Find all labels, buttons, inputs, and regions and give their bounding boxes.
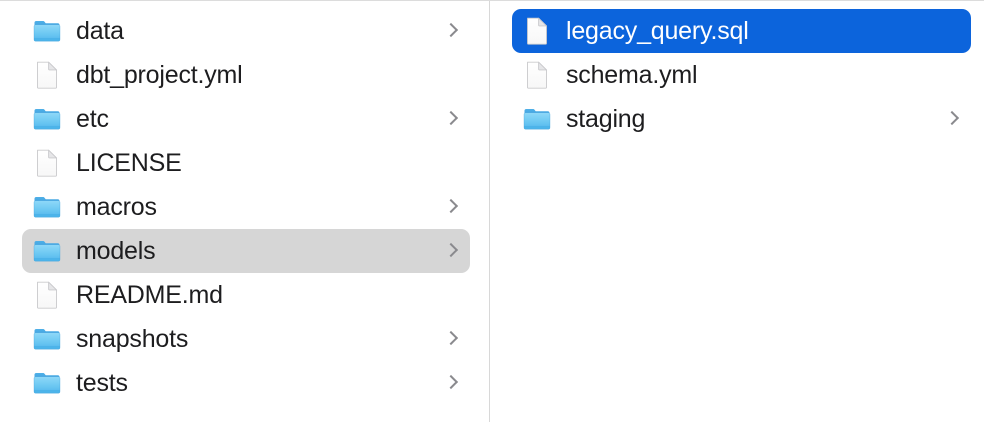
folder-icon	[32, 16, 62, 46]
folder-icon	[32, 368, 62, 398]
chevron-right-icon	[444, 241, 458, 261]
document-icon	[32, 280, 62, 310]
folder-row[interactable]: tests	[22, 361, 470, 405]
folder-row[interactable]: models	[22, 229, 470, 273]
folder-icon	[32, 324, 62, 354]
row-label: dbt_project.yml	[76, 61, 243, 89]
folder-icon	[32, 104, 62, 134]
row-label: LICENSE	[76, 149, 182, 177]
chevron-right-icon	[945, 109, 959, 129]
row-label: macros	[76, 193, 157, 221]
folder-row[interactable]: macros	[22, 185, 470, 229]
document-icon	[32, 148, 62, 178]
document-icon	[522, 60, 552, 90]
row-label: snapshots	[76, 325, 189, 353]
row-label: tests	[76, 369, 128, 397]
folder-row[interactable]: data	[22, 9, 470, 53]
file-row[interactable]: dbt_project.yml	[22, 53, 470, 97]
file-row[interactable]: schema.yml	[512, 53, 971, 97]
folder-icon	[522, 104, 552, 134]
file-column-child[interactable]: legacy_query.sql schema.yml staging	[490, 1, 983, 422]
chevron-right-icon	[444, 109, 458, 129]
chevron-right-icon	[444, 197, 458, 217]
document-icon	[32, 60, 62, 90]
folder-icon	[32, 236, 62, 266]
row-label: data	[76, 17, 124, 45]
folder-row[interactable]: etc	[22, 97, 470, 141]
document-icon	[522, 16, 552, 46]
folder-icon	[32, 192, 62, 222]
row-label: legacy_query.sql	[566, 17, 749, 45]
row-label: staging	[566, 105, 646, 133]
row-label: etc	[76, 105, 109, 133]
file-row[interactable]: README.md	[22, 273, 470, 317]
file-row[interactable]: LICENSE	[22, 141, 470, 185]
row-label: models	[76, 237, 156, 265]
folder-row[interactable]: snapshots	[22, 317, 470, 361]
chevron-right-icon	[444, 329, 458, 349]
folder-row[interactable]: staging	[512, 97, 971, 141]
chevron-right-icon	[444, 373, 458, 393]
row-label: README.md	[76, 281, 223, 309]
file-row[interactable]: legacy_query.sql	[512, 9, 971, 53]
row-label: schema.yml	[566, 61, 698, 89]
chevron-right-icon	[444, 21, 458, 41]
